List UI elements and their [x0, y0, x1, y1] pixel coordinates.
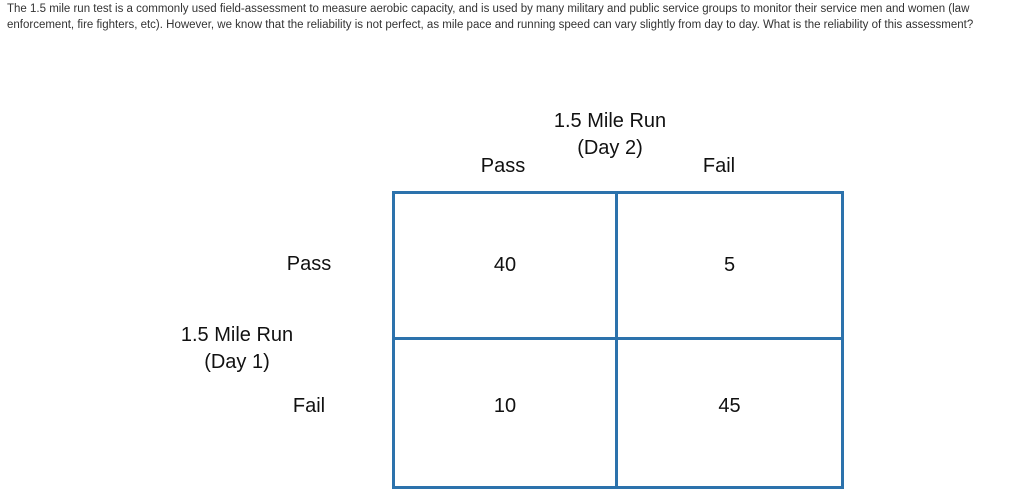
question-text: The 1.5 mile run test is a commonly used…: [7, 3, 974, 31]
day2-axis-title-line2: (Day 2): [577, 137, 643, 159]
cell-fail-fail: 45: [718, 394, 741, 417]
contingency-table: 40 5 10 45: [392, 191, 844, 489]
day1-fail-row-label: Fail: [292, 395, 326, 417]
day2-fail-column-label: Fail: [702, 155, 736, 177]
day1-axis-title-line2: (Day 1): [204, 351, 270, 373]
day1-pass-row-label: Pass: [286, 253, 332, 275]
cell-fail-pass: 10: [395, 340, 618, 486]
day2-pass-column-label: Pass: [480, 155, 526, 177]
day2-axis-title: 1.5 Mile Run (Day 2): [500, 108, 720, 162]
day1-axis-title-line1: 1.5 Mile Run: [180, 324, 294, 346]
cell-pass-fail: 5: [618, 194, 841, 340]
cell-pass-pass: 40: [395, 194, 618, 340]
day2-axis-title-line1: 1.5 Mile Run: [553, 110, 667, 132]
day1-axis-title: 1.5 Mile Run (Day 1): [127, 322, 347, 376]
